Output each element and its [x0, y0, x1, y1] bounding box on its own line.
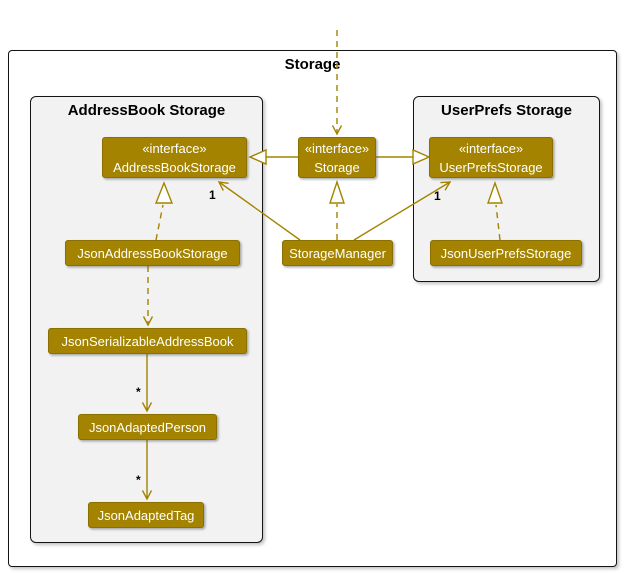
- multiplicity-persons: *: [136, 385, 141, 399]
- class-jsonuserprefsstorage-name: JsonUserPrefsStorage: [440, 245, 572, 261]
- class-userprefsstorage: «interface» UserPrefsStorage: [429, 137, 553, 178]
- class-addressbookstorage: «interface» AddressBookStorage: [102, 137, 247, 178]
- class-storagemanager: StorageManager: [282, 240, 393, 266]
- class-jsonuserprefsstorage: JsonUserPrefsStorage: [430, 240, 582, 266]
- class-jsonadaptedperson-name: JsonAdaptedPerson: [88, 419, 207, 435]
- class-userprefsstorage-name: UserPrefsStorage: [439, 159, 543, 175]
- class-jsonaddressbookstorage-name: JsonAddressBookStorage: [77, 245, 228, 261]
- class-jsonaddressbookstorage: JsonAddressBookStorage: [65, 240, 240, 266]
- class-jsonadaptedtag-name: JsonAdaptedTag: [97, 507, 195, 523]
- class-storage: «interface» Storage: [298, 137, 376, 178]
- class-addressbookstorage-name: AddressBookStorage: [113, 159, 236, 175]
- class-storage-name: Storage: [314, 159, 360, 175]
- package-storage-title: Storage: [284, 56, 341, 73]
- multiplicity-tags: *: [136, 473, 141, 487]
- multiplicity-userprefsstorage: 1: [434, 189, 441, 203]
- package-userprefs-storage-title: UserPrefs Storage: [441, 102, 572, 119]
- class-jsonserializableaddressbook-name: JsonSerializableAddressBook: [61, 333, 234, 349]
- class-userprefsstorage-stereotype: «interface»: [458, 140, 524, 156]
- class-jsonadaptedperson: JsonAdaptedPerson: [78, 414, 217, 440]
- package-addressbook-storage-title: AddressBook Storage: [67, 102, 226, 119]
- class-jsonserializableaddressbook: JsonSerializableAddressBook: [48, 328, 247, 354]
- multiplicity-addressbookstorage: 1: [209, 188, 216, 202]
- class-jsonadaptedtag: JsonAdaptedTag: [88, 502, 204, 528]
- class-storagemanager-name: StorageManager: [289, 245, 386, 261]
- class-addressbookstorage-stereotype: «interface»: [142, 140, 207, 156]
- class-storage-stereotype: «interface»: [304, 140, 370, 156]
